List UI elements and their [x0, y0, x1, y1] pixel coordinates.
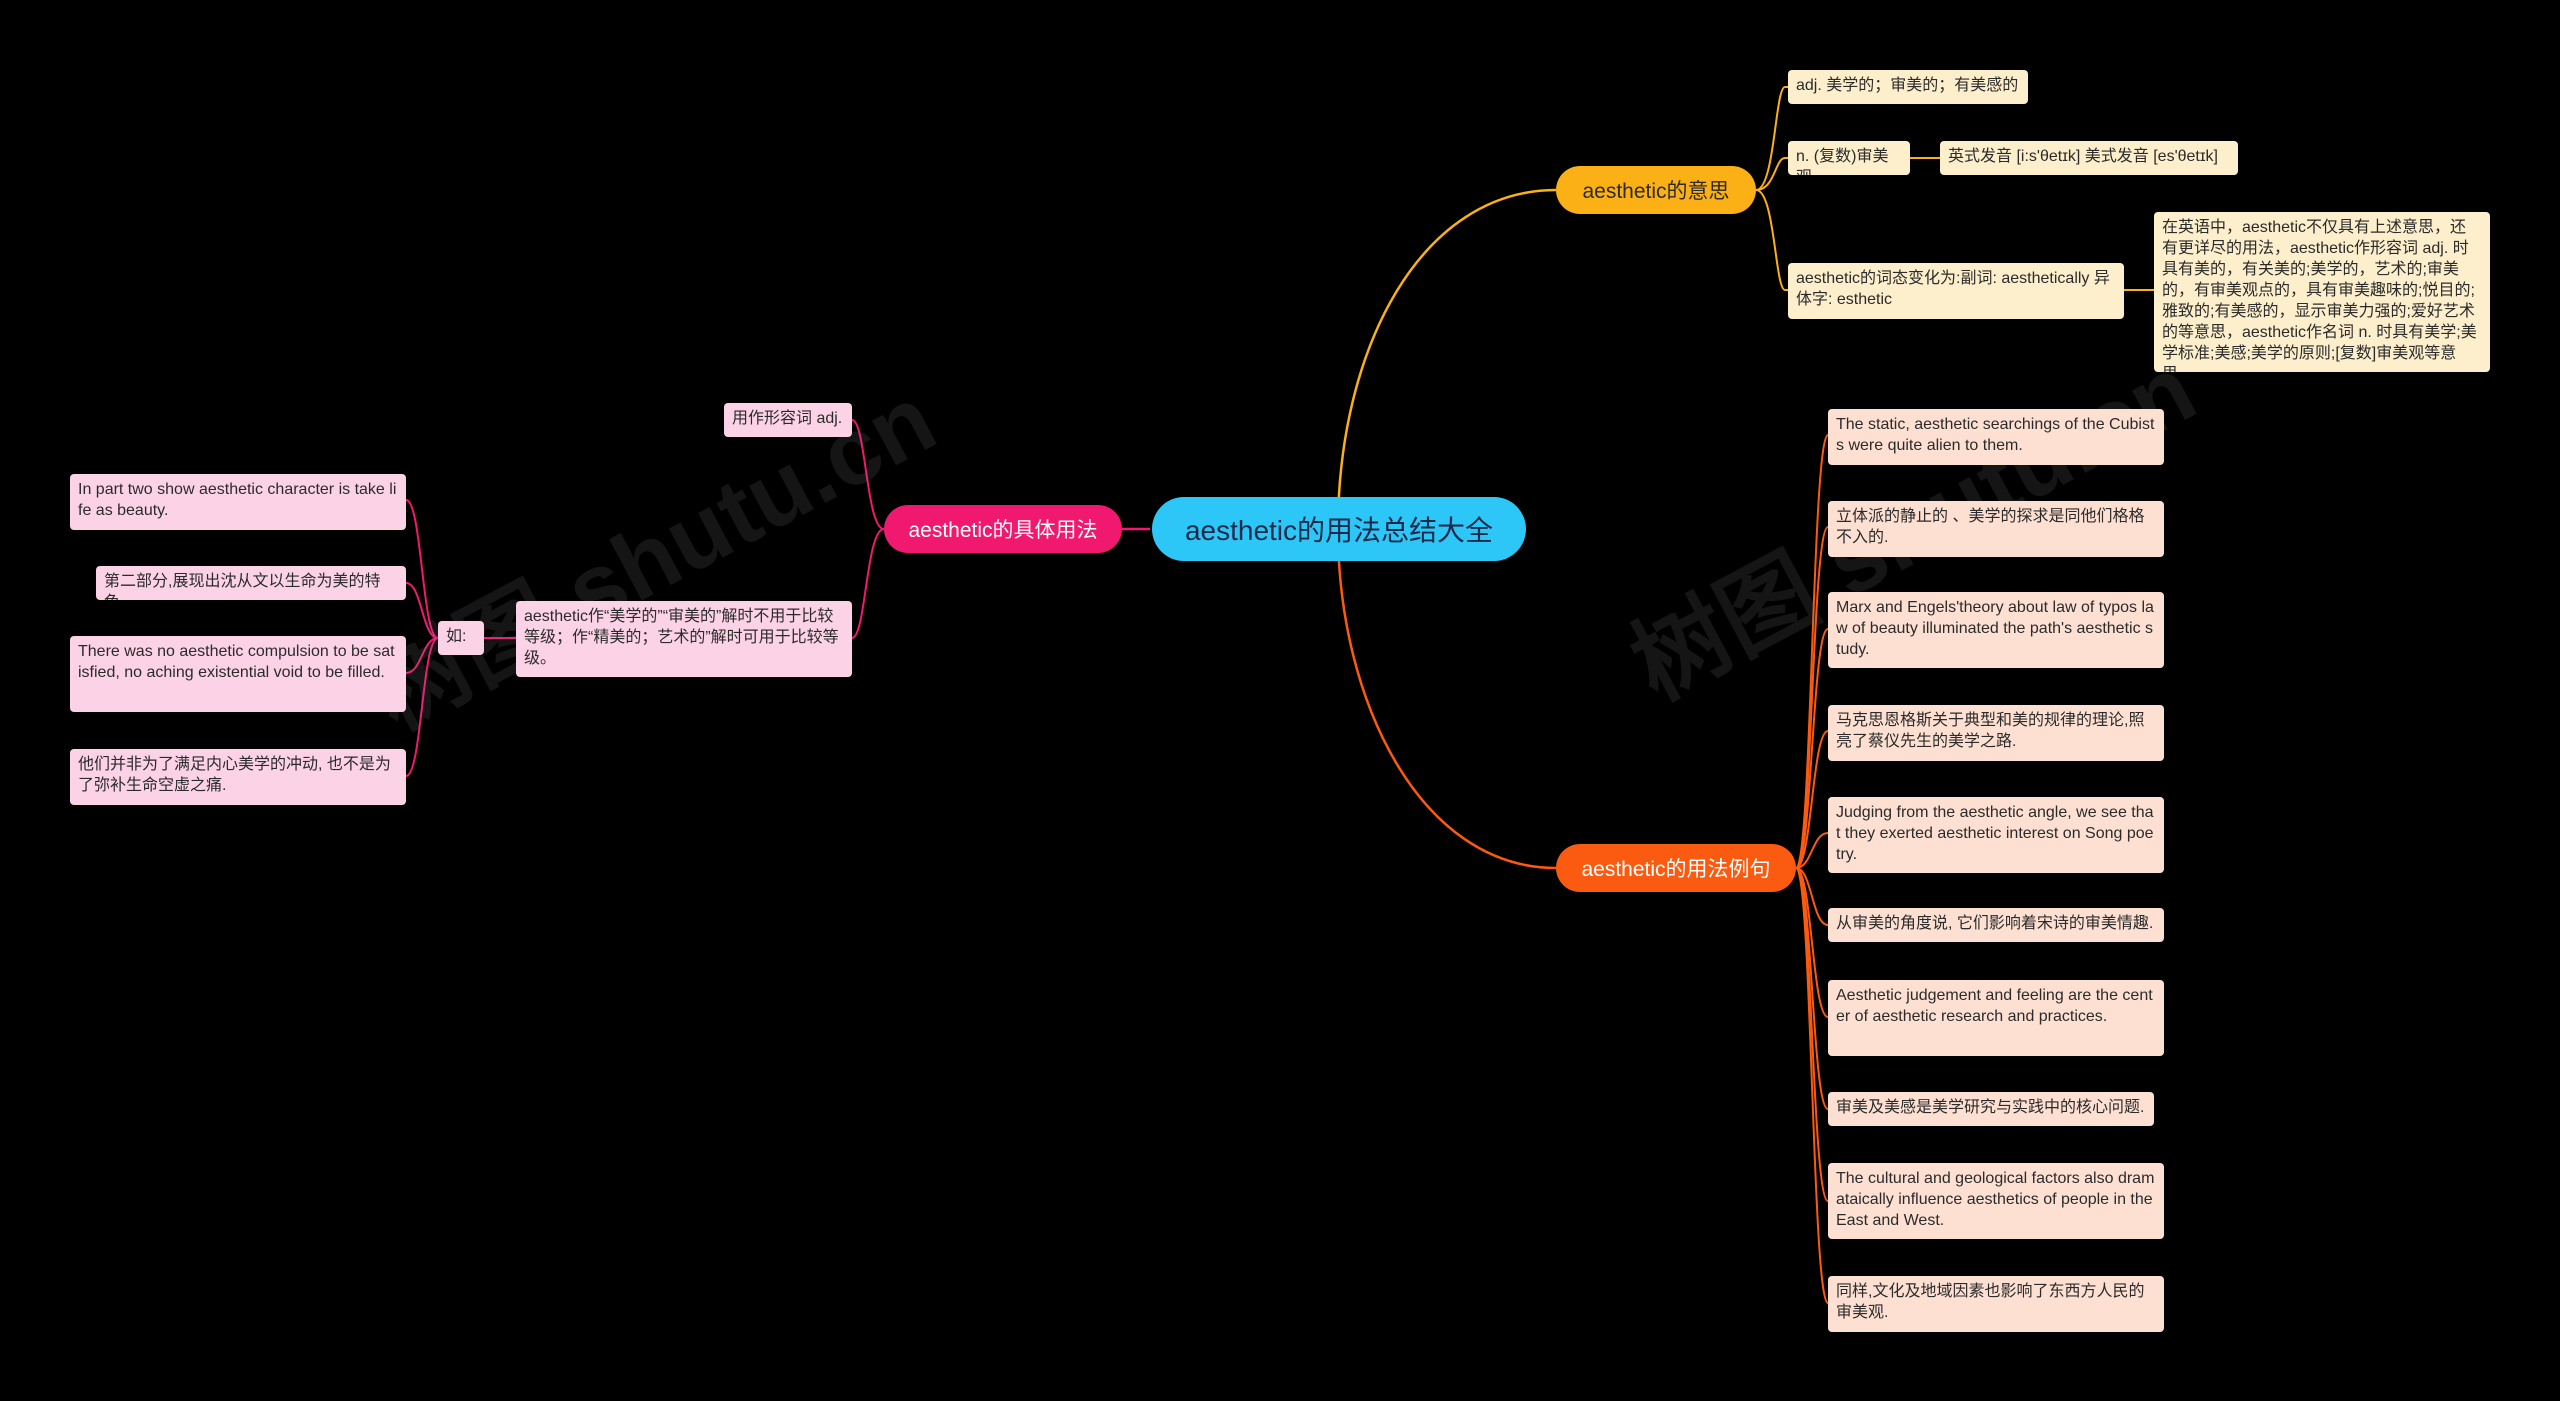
- example-item[interactable]: Marx and Engels'theory about law of typo…: [1828, 592, 2164, 668]
- example-item[interactable]: 审美及美感是美学研究与实践中的核心问题.: [1828, 1092, 2154, 1126]
- connector: [1795, 628, 1829, 869]
- root-topic[interactable]: aesthetic的用法总结大全: [1152, 497, 1526, 561]
- usage-ru[interactable]: 如:: [438, 621, 484, 655]
- connector: [405, 499, 439, 639]
- meaning-noun[interactable]: n. (复数)审美观: [1788, 141, 1910, 175]
- meaning-morph[interactable]: aesthetic的词态变化为:副词: aesthetically 异体字: e…: [1788, 263, 2124, 319]
- connector: [1755, 157, 1788, 191]
- connector: [1795, 526, 1829, 869]
- connector: [1336, 188, 1557, 530]
- branch-usage[interactable]: aesthetic的具体用法: [884, 505, 1122, 553]
- connector: [1795, 832, 1829, 869]
- example-item[interactable]: Aesthetic judgement and feeling are the …: [1828, 980, 2164, 1056]
- connector: [405, 582, 439, 639]
- connector: [1795, 730, 1829, 869]
- connector: [851, 419, 885, 530]
- usage-example[interactable]: In part two show aesthetic character is …: [70, 474, 406, 530]
- connector: [1795, 867, 1829, 1018]
- usage-example[interactable]: There was no aesthetic compulsion to be …: [70, 636, 406, 712]
- connector: [1755, 86, 1788, 191]
- example-item[interactable]: The cultural and geological factors also…: [1828, 1163, 2164, 1239]
- usage-example[interactable]: 他们并非为了满足内心美学的冲动, 也不是为了弥补生命空虚之痛.: [70, 749, 406, 805]
- connector: [405, 637, 439, 777]
- example-item[interactable]: Judging from the aesthetic angle, we see…: [1828, 797, 2164, 873]
- connector: [1795, 867, 1829, 926]
- meaning-adj[interactable]: adj. 美学的；审美的；有美感的: [1788, 70, 2028, 104]
- connector: [1795, 867, 1829, 1202]
- connector: [405, 637, 439, 674]
- connector: [1336, 528, 1557, 870]
- connector: [1755, 189, 1788, 291]
- connector: [1795, 867, 1829, 1304]
- usage-compare-note[interactable]: aesthetic作“美学的”“审美的”解时不用于比较等级；作“精美的；艺术的”…: [516, 601, 852, 677]
- usage-example[interactable]: 第二部分,展现出沈从文以生命为美的特色.: [96, 566, 406, 600]
- usage-adj-label[interactable]: 用作形容词 adj.: [724, 403, 852, 437]
- example-item[interactable]: 马克思恩格斯关于典型和美的规律的理论,照亮了蔡仪先生的美学之路.: [1828, 705, 2164, 761]
- example-item[interactable]: 从审美的角度说, 它们影响着宋诗的审美情趣.: [1828, 908, 2164, 942]
- connector: [851, 528, 885, 639]
- branch-examples[interactable]: aesthetic的用法例句: [1556, 844, 1796, 892]
- meaning-detail[interactable]: 在英语中，aesthetic不仅具有上述意思，还有更详尽的用法，aestheti…: [2154, 212, 2490, 372]
- branch-meaning[interactable]: aesthetic的意思: [1556, 166, 1756, 214]
- meaning-pronunciation[interactable]: 英式发音 [i:s'θetɪk] 美式发音 [es'θetɪk]: [1940, 141, 2238, 175]
- example-item[interactable]: The static, aesthetic searchings of the …: [1828, 409, 2164, 465]
- example-item[interactable]: 立体派的静止的 、美学的探求是同他们格格不入的.: [1828, 501, 2164, 557]
- example-item[interactable]: 同样,文化及地域因素也影响了东西方人民的审美观.: [1828, 1276, 2164, 1332]
